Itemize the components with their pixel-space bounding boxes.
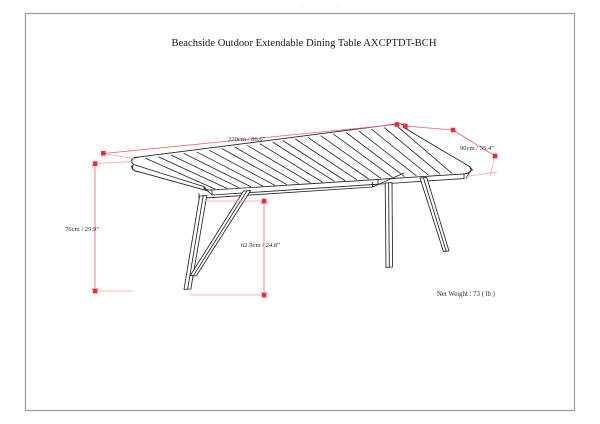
dimension-depth-label: 90cm / 35.4" <box>460 145 494 152</box>
dimension-width: 220cm / 86.6" <box>101 122 405 160</box>
table-illustration <box>131 123 474 290</box>
page-border <box>24 12 576 412</box>
dimension-height: 76cm / 29.9" <box>65 161 134 294</box>
leg-back-left-edge <box>192 190 248 277</box>
dimension-height-label: 76cm / 29.9" <box>65 226 99 233</box>
table-apron <box>198 172 405 199</box>
leg-back-right-edge <box>422 177 447 252</box>
leg-front-right-edge <box>388 182 390 268</box>
net-weight-label: Net Weight : 73 ( lb ) <box>437 291 495 298</box>
dimension-depth: 90cm / 35.4" <box>403 123 498 177</box>
leg-front-left-edge <box>187 195 204 290</box>
registration-marks <box>299 3 341 9</box>
tabletop-slats-left <box>145 141 335 190</box>
dimension-clearance: 62.9cm / 24.8" <box>189 198 280 298</box>
tabletop-corner-left <box>131 156 140 173</box>
tabletop-slats-right <box>295 125 453 181</box>
extension-seam <box>282 140 346 182</box>
page-title: Beachside Outdoor Extendable Dining Tabl… <box>172 38 437 49</box>
dimension-clearance-label: 62.9cm / 24.8" <box>241 242 280 249</box>
dimension-width-label: 220cm / 86.6" <box>228 136 266 143</box>
